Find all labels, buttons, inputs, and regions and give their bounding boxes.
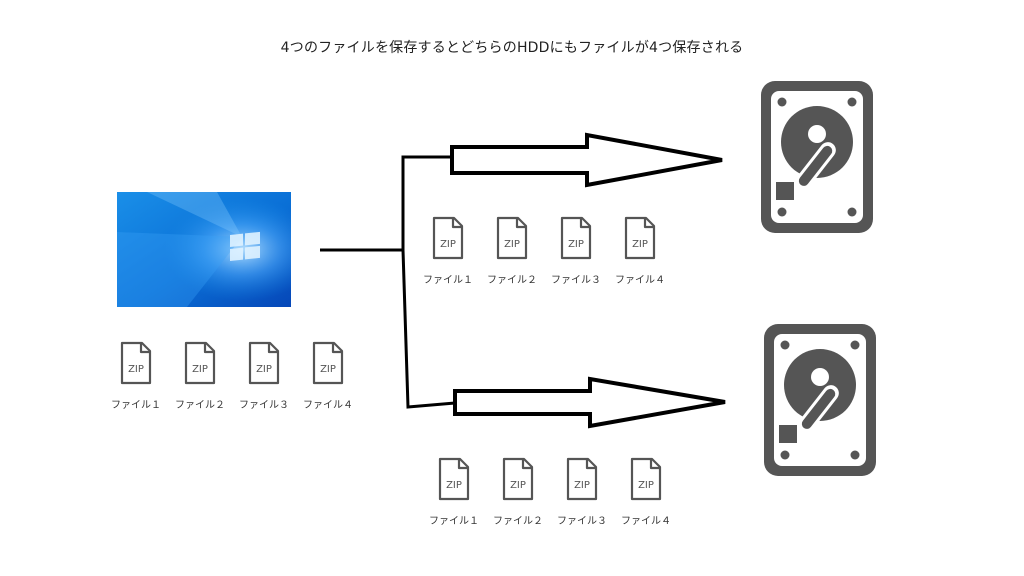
file-label: ファイル２	[175, 400, 225, 411]
file-label: ファイル１	[423, 275, 473, 286]
source-file-group: ZIP ファイル１ ZIP ファイル２ ZIP ファイル３ ZIP ファイル４	[104, 340, 360, 411]
file-item: ZIP ファイル３	[550, 456, 614, 527]
svg-text:ZIP: ZIP	[446, 480, 462, 491]
zip-file-icon: ZIP	[502, 457, 534, 501]
svg-text:ZIP: ZIP	[192, 364, 208, 375]
zip-file-icon: ZIP	[438, 457, 470, 501]
zip-file-icon: ZIP	[184, 341, 216, 385]
file-item: ZIP ファイル２	[480, 215, 544, 286]
lower-hdd-file-group: ZIP ファイル１ ZIP ファイル２ ZIP ファイル３ ZIP ファイル４	[422, 456, 678, 527]
file-item: ZIP ファイル２	[486, 456, 550, 527]
windows-logo-icon	[230, 231, 260, 261]
svg-text:ZIP: ZIP	[574, 480, 590, 491]
file-label: ファイル４	[615, 275, 665, 286]
file-item: ZIP ファイル４	[614, 456, 678, 527]
file-label: ファイル１	[429, 516, 479, 527]
file-label: ファイル３	[551, 275, 601, 286]
hard-drive-icon	[761, 81, 873, 233]
svg-text:ZIP: ZIP	[504, 239, 520, 250]
zip-file-icon: ZIP	[120, 341, 152, 385]
file-label: ファイル３	[239, 400, 289, 411]
svg-text:ZIP: ZIP	[128, 364, 144, 375]
zip-file-icon: ZIP	[312, 341, 344, 385]
file-item: ZIP ファイル４	[296, 340, 360, 411]
svg-text:ZIP: ZIP	[320, 364, 336, 375]
svg-text:ZIP: ZIP	[568, 239, 584, 250]
zip-file-icon: ZIP	[496, 216, 528, 260]
hard-drive-icon	[764, 324, 876, 476]
file-label: ファイル２	[493, 516, 543, 527]
branch-upper-line	[401, 155, 452, 250]
zip-file-icon: ZIP	[624, 216, 656, 260]
file-label: ファイル２	[487, 275, 537, 286]
file-label: ファイル４	[621, 516, 671, 527]
svg-text:ZIP: ZIP	[256, 364, 272, 375]
file-item: ZIP ファイル３	[544, 215, 608, 286]
file-label: ファイル３	[557, 516, 607, 527]
zip-file-icon: ZIP	[566, 457, 598, 501]
zip-file-icon: ZIP	[560, 216, 592, 260]
file-item: ZIP ファイル３	[232, 340, 296, 411]
file-label: ファイル４	[303, 400, 353, 411]
svg-text:ZIP: ZIP	[440, 239, 456, 250]
diagram-title: 4つのファイルを保存するとどちらのHDDにもファイルが4つ保存される	[280, 40, 744, 56]
branch-lower-line	[401, 249, 456, 409]
file-label: ファイル１	[111, 400, 161, 411]
file-item: ZIP ファイル１	[416, 215, 480, 286]
zip-file-icon: ZIP	[432, 216, 464, 260]
upper-arrow	[450, 132, 723, 188]
zip-file-icon: ZIP	[248, 341, 280, 385]
svg-text:ZIP: ZIP	[510, 480, 526, 491]
lower-arrow	[453, 376, 726, 429]
svg-text:ZIP: ZIP	[638, 480, 654, 491]
zip-file-icon: ZIP	[630, 457, 662, 501]
upper-hdd-file-group: ZIP ファイル１ ZIP ファイル２ ZIP ファイル３ ZIP ファイル４	[416, 215, 672, 286]
svg-text:ZIP: ZIP	[632, 239, 648, 250]
windows-desktop-screen	[117, 192, 291, 307]
file-item: ZIP ファイル１	[104, 340, 168, 411]
file-item: ZIP ファイル４	[608, 215, 672, 286]
file-item: ZIP ファイル２	[168, 340, 232, 411]
file-item: ZIP ファイル１	[422, 456, 486, 527]
